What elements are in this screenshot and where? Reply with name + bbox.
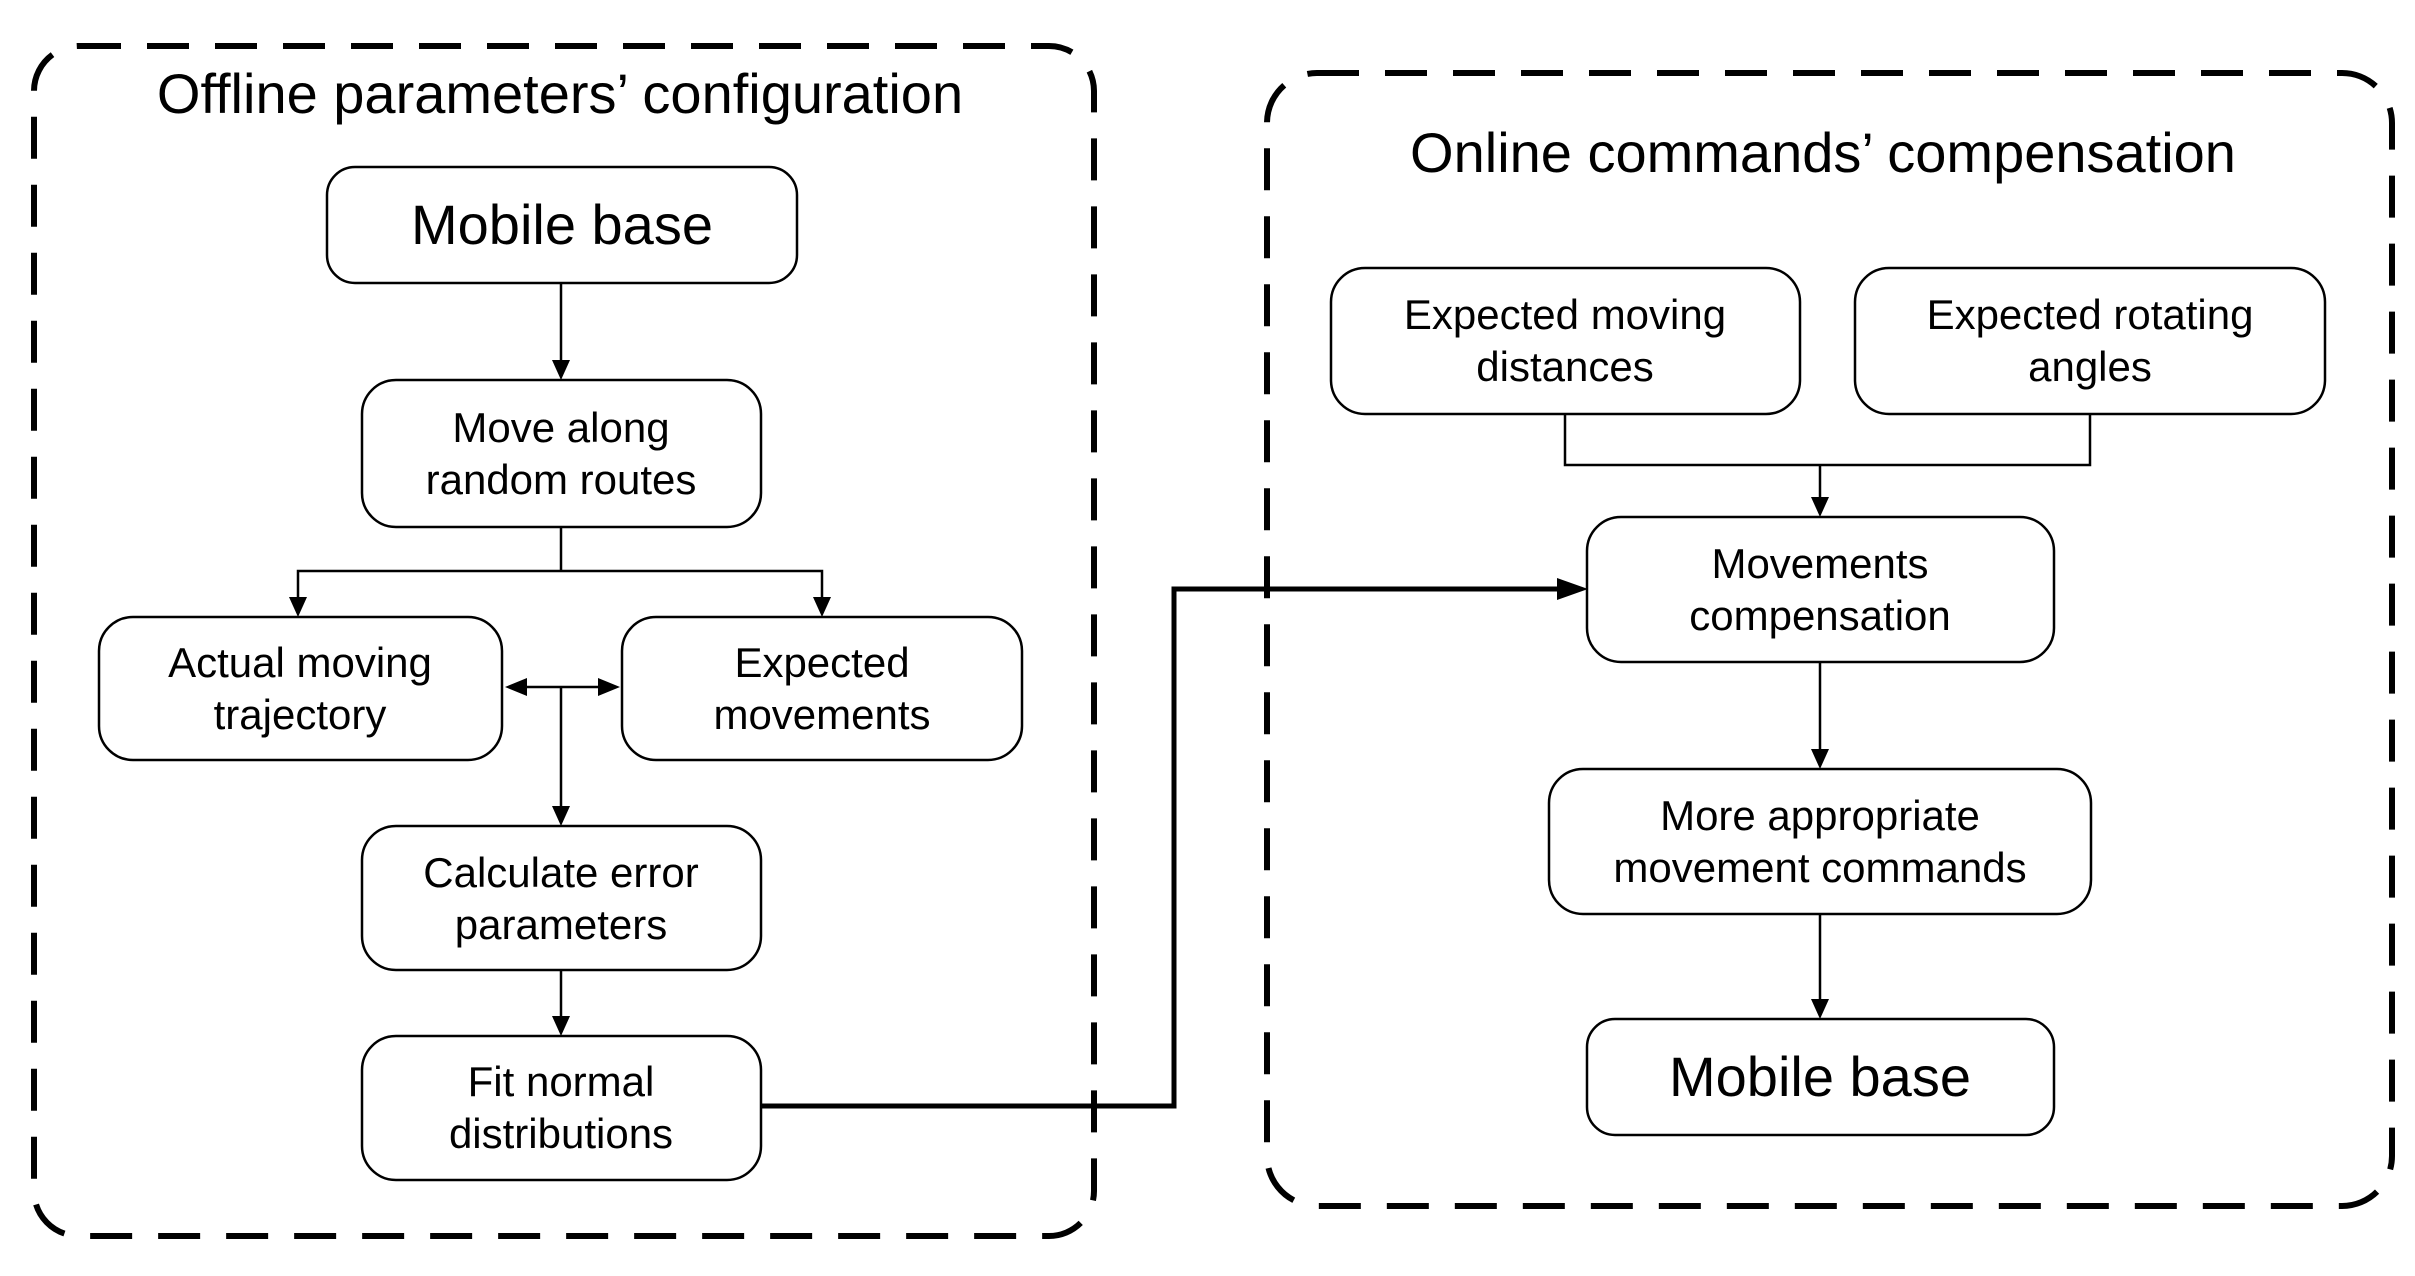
node-label-line2: distances [1476, 343, 1653, 390]
edge-distances-merge [1563, 414, 1820, 467]
node-label-line1: Expected moving [1404, 291, 1726, 338]
node-label-line1: Move along [452, 404, 669, 451]
node-calculate-error-parameters: Calculate error parameters [360, 824, 763, 972]
arrowhead-right [598, 678, 620, 696]
arrowhead-base [1811, 999, 1829, 1019]
online-group-frame [1264, 70, 2395, 1209]
node-mobile-base-offline: Mobile base [325, 165, 799, 285]
node-label: Mobile base [1669, 1045, 1971, 1108]
node-label-line2: distributions [449, 1110, 673, 1157]
node-label-line1: Calculate error [423, 849, 698, 896]
node-label-line1: Expected [734, 639, 909, 686]
arrowhead-commands [1811, 749, 1829, 769]
arrowhead-routes [552, 360, 570, 380]
arrowhead-calc-error [552, 806, 570, 826]
node-label-line2: compensation [1689, 592, 1951, 639]
node-label: Mobile base [411, 193, 713, 256]
node-label-line2: trajectory [214, 691, 387, 738]
arrowhead-compensation [1557, 578, 1588, 600]
edge-fit-to-compensation [762, 586, 1557, 1109]
node-label-line2: movement commands [1613, 844, 2026, 891]
node-label-line1: More appropriate [1660, 792, 1980, 839]
node-label-line1: Fit normal [468, 1058, 655, 1105]
node-label-line1: Movements [1711, 540, 1928, 587]
edge-routes-to-actual [296, 569, 561, 597]
node-expected-rotating-angles: Expected rotating angles [1853, 266, 2327, 416]
offline-group-frame [31, 43, 1097, 1239]
arrowhead-merge [1811, 497, 1829, 517]
edge-angles-merge [1820, 414, 2092, 467]
node-label-line2: random routes [426, 456, 697, 503]
node-fit-normal-distributions: Fit normal distributions [360, 1034, 763, 1182]
arrowhead-expected [813, 597, 831, 617]
node-label-line1: Actual moving [168, 639, 432, 686]
online-group-title: Online commands’ compensation [1410, 121, 2236, 184]
node-label-line2: angles [2028, 343, 2152, 390]
node-label-line1: Expected rotating [1927, 291, 2254, 338]
offline-group-title: Offline parameters’ configuration [157, 62, 963, 125]
node-label-line2: parameters [455, 901, 667, 948]
node-actual-moving-trajectory: Actual moving trajectory [97, 615, 504, 762]
edges [289, 283, 2092, 1109]
arrowhead-left [505, 678, 527, 696]
node-label-line2: movements [713, 691, 930, 738]
node-expected-movements: Expected movements [620, 615, 1024, 762]
node-expected-moving-distances: Expected moving distances [1329, 266, 1802, 416]
arrowhead-actual [289, 597, 307, 617]
node-more-appropriate-commands: More appropriate movement commands [1547, 767, 2093, 916]
node-movements-compensation: Movements compensation [1585, 515, 2056, 664]
arrowhead-fit [552, 1016, 570, 1036]
node-move-random-routes: Move along random routes [360, 378, 763, 529]
node-mobile-base-online: Mobile base [1585, 1017, 2056, 1137]
edge-routes-to-expected [561, 569, 824, 597]
